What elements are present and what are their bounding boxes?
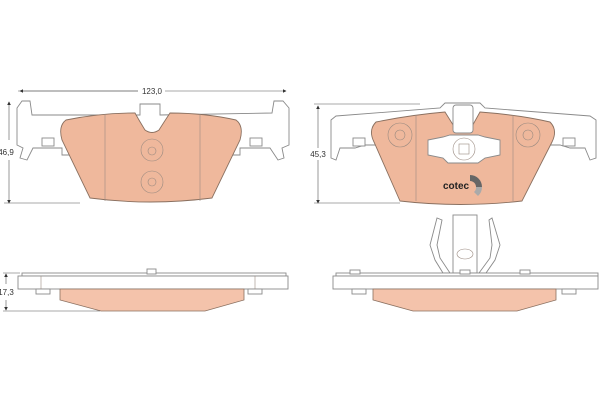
height-label-left: 46,9 (0, 148, 14, 157)
height-label-right: 45,3 (310, 150, 326, 159)
thickness-label: 17,3 (0, 288, 14, 297)
pad-front-view-right: cotec (330, 102, 597, 205)
dimension-height-left: 46,9 (0, 101, 80, 204)
logo-text: cotec (443, 181, 470, 192)
dimension-height-right: 45,3 (310, 103, 420, 204)
pad-side-view-left (17, 268, 289, 312)
dimension-thickness: 17,3 (0, 272, 100, 312)
cotec-logo: cotec (443, 175, 483, 196)
dimension-width: 123,0 (18, 87, 287, 96)
pad-front-view-left (16, 100, 290, 203)
width-label: 123,0 (142, 87, 163, 96)
pad-side-view-right (332, 214, 599, 312)
